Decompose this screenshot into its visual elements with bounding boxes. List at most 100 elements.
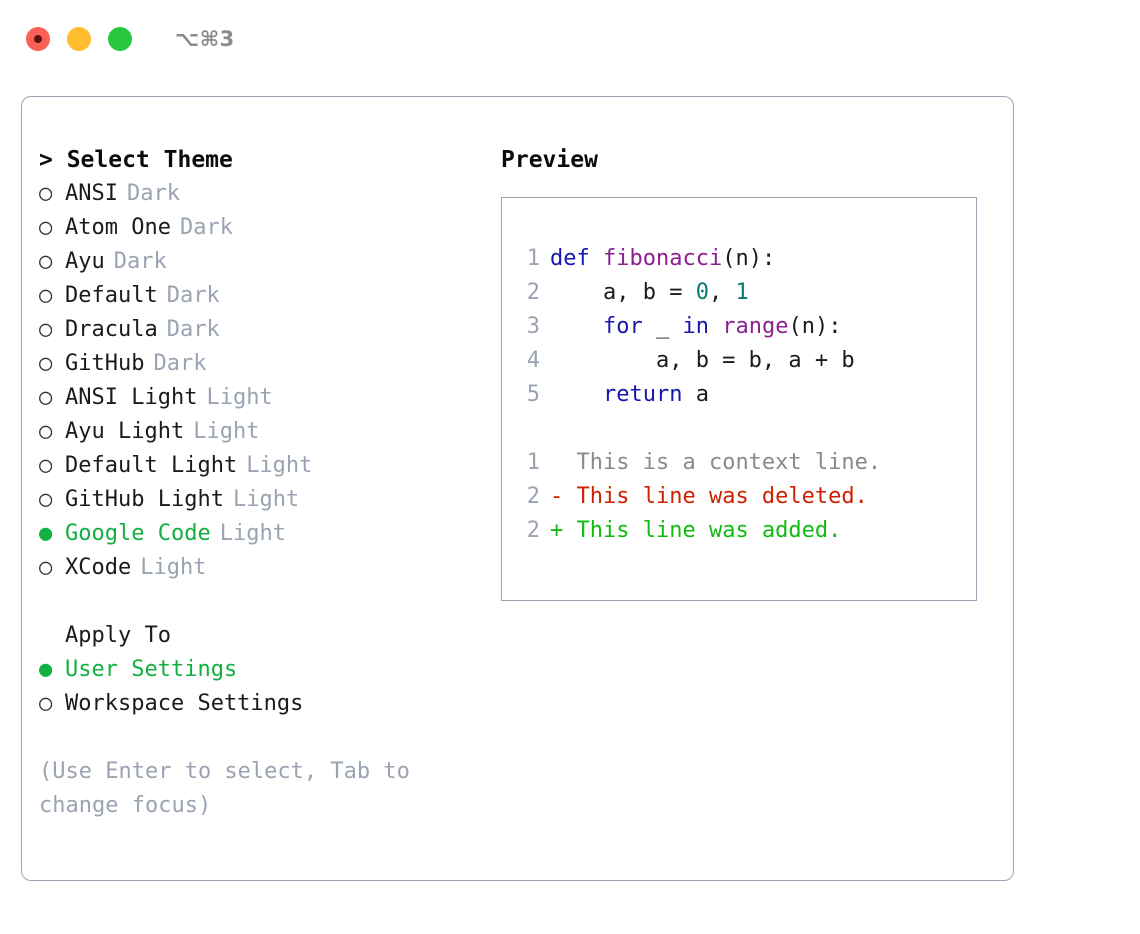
theme-name-label: Dracula	[65, 317, 158, 342]
diff-line-content: This line was deleted.	[576, 484, 868, 509]
code-line-content: a, b = 0, 1	[550, 276, 749, 310]
code-token	[550, 382, 603, 407]
radio-unselected-icon[interactable]: ○	[39, 555, 53, 580]
diff-line: 2 + This line was added.	[502, 514, 976, 548]
radio-unselected-icon[interactable]: ○	[39, 487, 53, 512]
code-line-content: def fibonacci(n):	[550, 242, 775, 276]
theme-name-label: Ayu	[65, 249, 105, 274]
code-token	[550, 314, 603, 339]
line-number: 2	[526, 518, 540, 543]
radio-unselected-icon[interactable]: ○	[39, 351, 53, 376]
hint-spacer	[39, 721, 489, 755]
theme-list-item[interactable]: ○ Ayu Light Light	[39, 415, 489, 449]
radio-selected-icon[interactable]: ●	[39, 521, 53, 546]
diff-marker: +	[550, 518, 577, 543]
code-line: 1 def fibonacci(n):	[502, 242, 976, 276]
theme-list-item[interactable]: ○ XCode Light	[39, 551, 489, 585]
theme-list-item[interactable]: ○ GitHub Dark	[39, 347, 489, 381]
theme-list-item[interactable]: ○ GitHub Light Light	[39, 483, 489, 517]
line-number: 1	[526, 450, 540, 475]
code-token: a, b = b, a + b	[550, 348, 855, 373]
code-diff-separator	[502, 412, 976, 446]
code-line-content: a, b = b, a + b	[550, 344, 855, 378]
theme-variant-tag: Dark	[179, 215, 233, 240]
theme-variant-tag: Light	[246, 453, 313, 478]
apply-to-option[interactable]: ● User Settings	[39, 653, 489, 687]
theme-name-label: GitHub	[65, 351, 145, 376]
radio-unselected-icon[interactable]: ○	[39, 419, 53, 444]
theme-list-item[interactable]: ○ Default Light Light	[39, 449, 489, 483]
theme-name-label: Ayu Light	[65, 419, 185, 444]
radio-selected-icon[interactable]: ●	[39, 657, 53, 682]
diff-line-content: This is a context line.	[576, 450, 882, 475]
radio-unselected-icon[interactable]: ○	[39, 317, 53, 342]
apply-to-option[interactable]: ○Workspace Settings	[39, 687, 489, 721]
maximize-window-button[interactable]	[108, 27, 132, 51]
theme-name-label: GitHub Light	[65, 487, 224, 512]
theme-name-label: Atom One	[65, 215, 171, 240]
code-token: return	[602, 382, 683, 407]
code-token: in	[682, 314, 709, 339]
theme-variant-tag: Light	[232, 487, 300, 512]
code-line: 2 a, b = 0, 1	[502, 276, 976, 310]
list-spacer	[39, 585, 489, 619]
code-token: for	[602, 314, 643, 339]
code-line-content: for _ in range(n):	[550, 310, 841, 344]
line-number: 2	[526, 280, 540, 305]
radio-unselected-icon[interactable]: ○	[39, 181, 53, 206]
close-window-button[interactable]	[26, 27, 50, 51]
theme-variant-tag: Light	[219, 521, 286, 546]
theme-variant-tag: Light	[140, 555, 207, 580]
theme-variant-tag: Light	[206, 385, 273, 410]
radio-unselected-icon[interactable]: ○	[39, 283, 53, 308]
radio-unselected-icon[interactable]: ○	[39, 691, 53, 716]
preview-heading: Preview	[501, 147, 598, 173]
code-token: fibonacci	[602, 246, 723, 271]
theme-variant-tag: Dark	[113, 249, 167, 274]
theme-list-item[interactable]: ○ ANSI Dark	[39, 177, 489, 211]
theme-name-label: Google Code	[65, 521, 211, 546]
theme-name-label: Default Light	[65, 453, 238, 478]
minimize-window-button[interactable]	[67, 27, 91, 51]
code-line: 5 return a	[502, 378, 976, 412]
theme-variant-tag: Dark	[166, 283, 220, 308]
radio-unselected-icon[interactable]: ○	[39, 453, 53, 478]
diff-marker: -	[550, 484, 577, 509]
code-token: (n):	[788, 314, 842, 339]
line-number: 2	[526, 484, 540, 509]
theme-list-item[interactable]: ● Google Code Light	[39, 517, 489, 551]
diff-line-content: This line was added.	[576, 518, 842, 543]
theme-list-item[interactable]: ○ Dracula Dark	[39, 313, 489, 347]
code-line: 3 for _ in range(n):	[502, 310, 976, 344]
apply-to-heading: Apply To	[65, 623, 171, 648]
code-token: _	[642, 314, 683, 339]
theme-variant-tag: Dark	[166, 317, 220, 342]
radio-unselected-icon[interactable]: ○	[39, 215, 53, 240]
traffic-light-group	[26, 27, 132, 51]
line-number: 5	[526, 382, 540, 407]
theme-variant-tag: Dark	[126, 181, 180, 206]
theme-variant-tag: Dark	[153, 351, 207, 376]
radio-unselected-icon[interactable]: ○	[39, 385, 53, 410]
theme-list-item[interactable]: ○ Ayu Dark	[39, 245, 489, 279]
line-number: 1	[526, 246, 540, 271]
radio-unselected-icon[interactable]: ○	[39, 249, 53, 274]
select-theme-heading: > Select Theme	[39, 147, 233, 173]
diff-line: 1 This is a context line.	[502, 446, 976, 480]
code-token: ,	[708, 280, 736, 305]
apply-to-label: User Settings	[65, 657, 238, 682]
keyboard-shortcut-label: ⌥⌘3	[175, 27, 235, 51]
diff-line: 2- This line was deleted.	[502, 480, 976, 514]
code-line-content: return a	[550, 378, 709, 412]
theme-list-item[interactable]: ○ Atom One Dark	[39, 211, 489, 245]
theme-name-label: ANSI	[65, 181, 118, 206]
theme-name-label: XCode	[65, 555, 132, 580]
theme-variant-tag: Light	[193, 419, 260, 444]
